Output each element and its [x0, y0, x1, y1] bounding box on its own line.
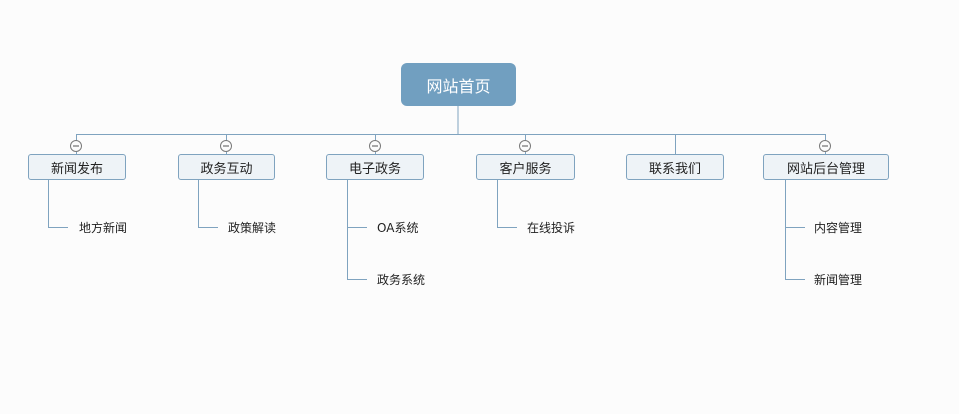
branch-node-news[interactable]: 新闻发布: [28, 154, 126, 180]
leaf-node[interactable]: OA系统: [377, 221, 419, 235]
root-node[interactable]: 网站首页: [401, 63, 516, 106]
leaf-node[interactable]: 在线投诉: [527, 221, 576, 235]
leaf-connector-2-1: [347, 227, 367, 280]
leaf-node[interactable]: 内容管理: [814, 221, 863, 235]
collapse-minus-icon[interactable]: [819, 140, 831, 152]
branch-node-interaction[interactable]: 政务互动: [178, 154, 275, 180]
leaf-connector-1-0: [198, 180, 218, 228]
leaf-connector-5-0: [785, 180, 805, 228]
leaf-connector-3-0: [497, 180, 517, 228]
leaf-connector-0-0: [48, 180, 68, 228]
branch-node-admin[interactable]: 网站后台管理: [763, 154, 889, 180]
branch-node-egov[interactable]: 电子政务: [326, 154, 424, 180]
leaf-connector-2-0: [347, 180, 367, 228]
leaf-node[interactable]: 政策解读: [228, 221, 277, 235]
leaf-node[interactable]: 地方新闻: [79, 221, 128, 235]
collapse-minus-icon[interactable]: [519, 140, 531, 152]
collapse-minus-icon[interactable]: [369, 140, 381, 152]
leaf-connector-5-1: [785, 227, 805, 280]
branch-node-contact[interactable]: 联系我们: [626, 154, 724, 180]
collapse-minus-icon[interactable]: [220, 140, 232, 152]
leaf-node[interactable]: 政务系统: [377, 273, 426, 287]
collapse-minus-icon[interactable]: [70, 140, 82, 152]
branch-node-service[interactable]: 客户服务: [476, 154, 575, 180]
leaf-node[interactable]: 新闻管理: [814, 273, 863, 287]
